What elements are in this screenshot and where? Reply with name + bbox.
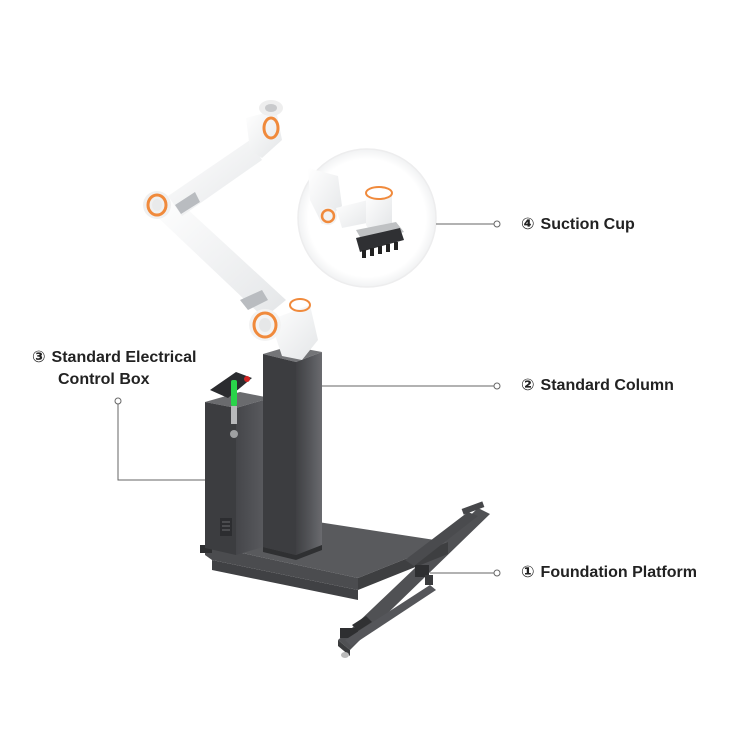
emergency-stop-icon bbox=[244, 376, 250, 382]
callout-label: Suction Cup bbox=[540, 216, 635, 233]
leader-lines bbox=[114, 220, 501, 577]
callout-foundation-platform: ① Foundation Platform bbox=[521, 562, 697, 584]
callout-number: ① bbox=[521, 564, 535, 581]
electrical-control-box bbox=[205, 372, 270, 555]
suction-cup-inset bbox=[297, 148, 437, 288]
status-light bbox=[231, 380, 237, 406]
callout-label: Foundation Platform bbox=[540, 564, 697, 581]
callout-label-line2: Control Box bbox=[58, 371, 150, 388]
standard-column bbox=[263, 346, 322, 560]
callout-suction-cup: ④ Suction Cup bbox=[521, 214, 635, 236]
callout-control-box: ③ Standard Electrical Control Box bbox=[32, 347, 197, 391]
callout-label: Standard Electrical bbox=[51, 349, 197, 366]
suction-cup-pads-icon bbox=[362, 242, 398, 258]
callout-number: ② bbox=[521, 377, 535, 394]
leader-line-control-box bbox=[117, 404, 205, 481]
robot-arm bbox=[143, 100, 318, 360]
vent-grille bbox=[220, 518, 232, 536]
callout-number: ④ bbox=[521, 216, 535, 233]
callout-label: Standard Column bbox=[540, 377, 674, 394]
callout-number: ③ bbox=[32, 349, 46, 366]
callout-standard-column: ② Standard Column bbox=[521, 375, 674, 397]
